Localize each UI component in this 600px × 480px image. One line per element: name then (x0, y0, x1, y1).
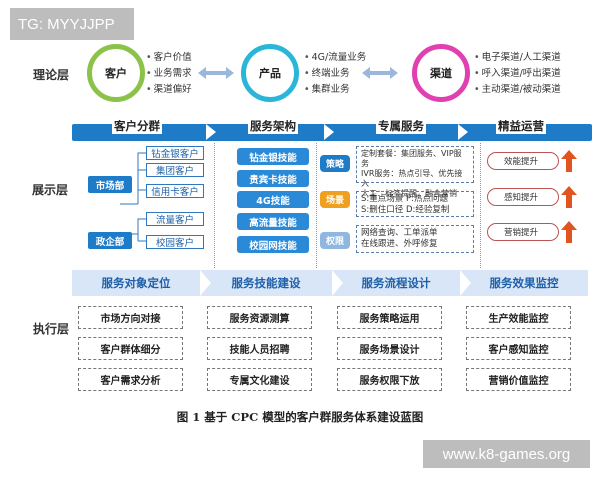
divider (316, 143, 317, 268)
list-item: 集群业务 (304, 82, 366, 98)
circle-channel: 渠道 (412, 44, 470, 102)
exec-item: 客户群体细分 (78, 337, 183, 360)
skill-pill: 钻金银技能 (237, 148, 309, 165)
ops-pill-marketing: 营销提升 (487, 223, 559, 241)
segment-box: 信用卡客户 (146, 184, 204, 198)
list-item: 呼入渠道/呼出渠道 (474, 66, 561, 82)
exec-head-monitor: 服务效果监控 (460, 270, 588, 296)
exec-item: 客户感知监控 (466, 337, 571, 360)
skill-pill: 贵宾卡技能 (237, 170, 309, 187)
badge-scenario: 场景 (320, 191, 350, 208)
ops-pill-perception: 感知提升 (487, 188, 559, 206)
skill-pill: 4G技能 (237, 191, 309, 208)
channel-attributes: 电子渠道/人工渠道 呼入渠道/呼出渠道 主动渠道/被动渠道 (474, 50, 561, 98)
exec-head-process: 服务流程设计 (332, 270, 460, 296)
dept-enterprise-tag: 政企部 (88, 232, 132, 249)
up-arrow-icon (561, 150, 577, 172)
exec-item: 营销价值监控 (466, 368, 571, 391)
segment-box: 集团客户 (146, 163, 204, 177)
ops-pill-efficiency: 效能提升 (487, 152, 559, 170)
exec-item: 服务资源测算 (207, 306, 312, 329)
service-permission-box: 网络查询、工单派单 在线跟进、外呼修复 (356, 225, 474, 253)
list-item: 渠道偏好 (146, 82, 192, 98)
divider (214, 143, 215, 268)
list-item: 客户价值 (146, 50, 192, 66)
banner-title-grouping: 客户分群 (112, 118, 162, 134)
up-arrow-icon (561, 221, 577, 243)
double-arrow-icon (198, 67, 234, 79)
chevron-right-icon (206, 124, 216, 140)
exec-item: 市场方向对接 (78, 306, 183, 329)
list-item: 电子渠道/人工渠道 (474, 50, 561, 66)
skill-pill: 校园网技能 (237, 236, 309, 253)
product-attributes: 4G/流量业务 终端业务 集群业务 (304, 50, 367, 98)
list-item: 主动渠道/被动渠道 (474, 82, 561, 98)
banner-title-architecture: 服务架构 (248, 118, 298, 134)
divider (480, 143, 481, 268)
exec-item: 专属文化建设 (207, 368, 312, 391)
badge-permission: 权限 (320, 232, 350, 249)
service-scenario-box: S:重点场景 P:热点问题 S:删住口径 D:经验复制 (356, 191, 474, 217)
watermark-top: TG: MYYJJPP (10, 8, 134, 40)
double-arrow-icon (362, 67, 398, 79)
badge-strategy: 策略 (320, 155, 350, 172)
exec-item: 技能人员招聘 (207, 337, 312, 360)
exec-item: 生产效能监控 (466, 306, 571, 329)
segment-box: 流量客户 (146, 212, 204, 226)
circle-customer: 客户 (87, 44, 145, 102)
exec-head-positioning: 服务对象定位 (72, 270, 200, 296)
exec-item: 服务策略运用 (337, 306, 442, 329)
list-item: 业务需求 (146, 66, 192, 82)
exec-item: 客户需求分析 (78, 368, 183, 391)
dept-market-tag: 市场部 (88, 176, 132, 193)
banner-title-service: 专属服务 (376, 118, 426, 134)
chevron-right-icon (458, 124, 468, 140)
layer-label-display: 展示层 (32, 183, 69, 197)
banner-title-operations: 精益运营 (496, 118, 546, 134)
chevron-right-icon (324, 124, 334, 140)
segment-box: 钻金银客户 (146, 146, 204, 160)
exec-item: 服务权限下放 (337, 368, 442, 391)
chevron-right-icon (200, 270, 211, 296)
skill-pill: 高流量技能 (237, 213, 309, 230)
exec-head-skill: 服务技能建设 (200, 270, 332, 296)
chevron-right-icon (460, 270, 471, 296)
circle-product: 产品 (241, 44, 299, 102)
exec-item: 服务场景设计 (337, 337, 442, 360)
layer-label-theory: 理论层 (33, 68, 70, 82)
list-item: 终端业务 (304, 66, 366, 82)
layer-label-execution: 执行层 (33, 322, 70, 336)
chevron-right-icon (332, 270, 343, 296)
list-item: 4G/流量业务 (304, 50, 367, 66)
service-strategy-box: 定制套餐：集团服务、VIP服务 IVR服务：热点引导、优先接入 人工：标签提醒、… (356, 146, 474, 198)
figure-caption: 图 1 基于 CPC 模型的客户群服务体系建设蓝图 (176, 410, 424, 424)
up-arrow-icon (561, 186, 577, 208)
segment-box: 校园客户 (146, 235, 204, 249)
customer-attributes: 客户价值 业务需求 渠道偏好 (146, 50, 192, 98)
watermark-bottom: www.k8-games.org (423, 440, 590, 468)
